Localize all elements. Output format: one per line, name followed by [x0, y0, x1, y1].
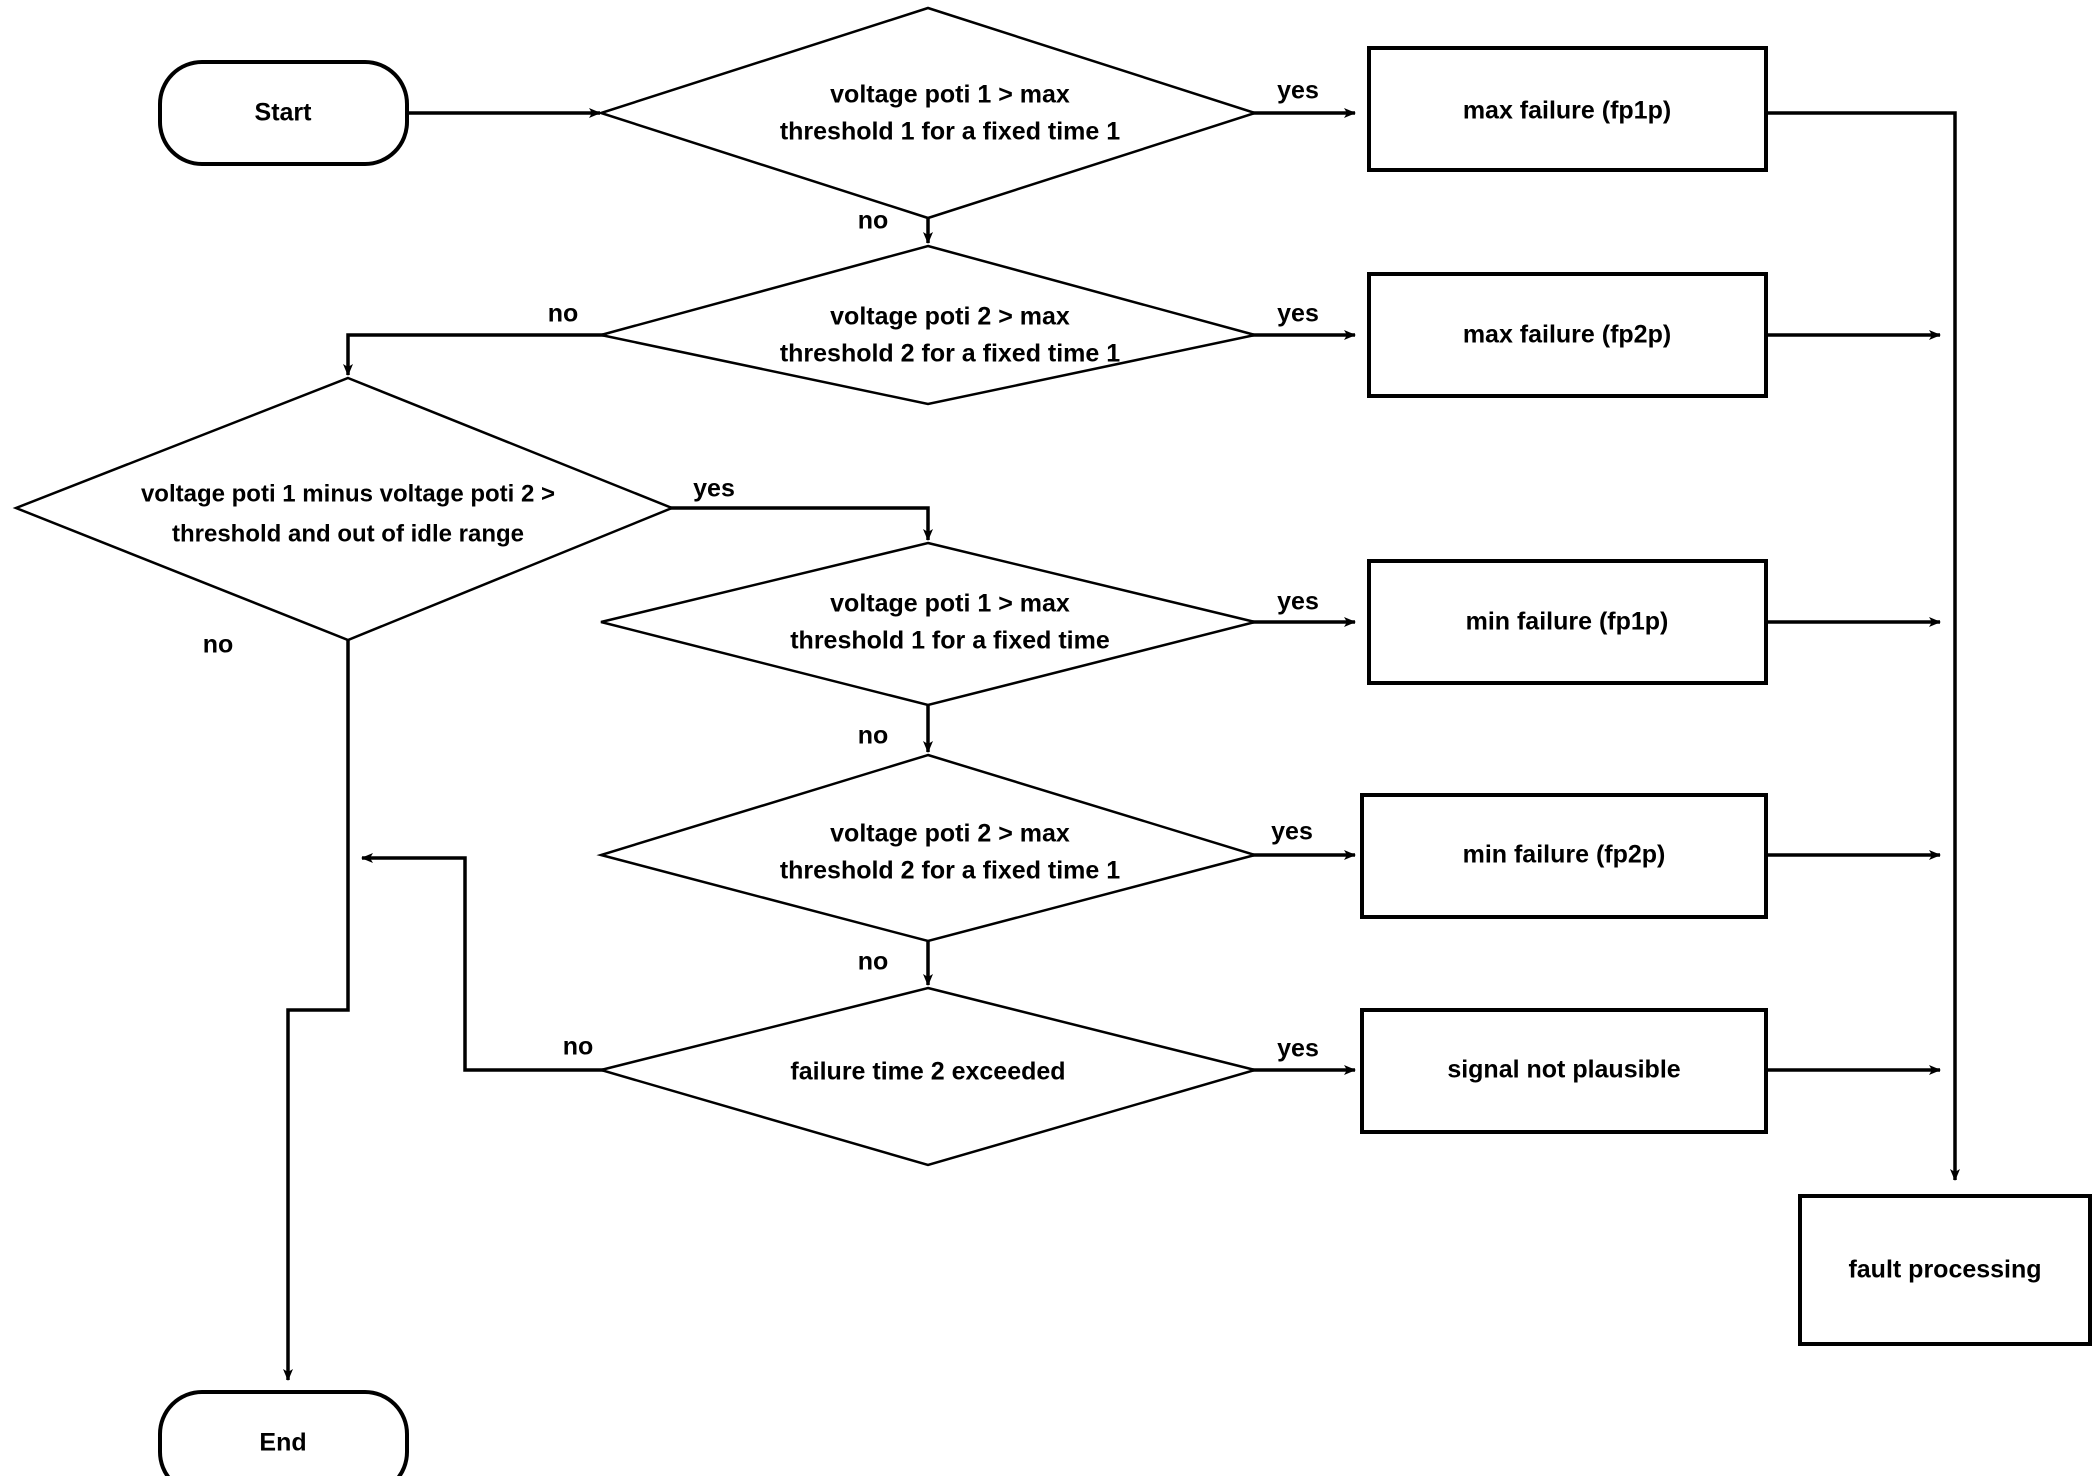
node-process-1-label: max failure (fp1p)	[1463, 97, 1671, 125]
node-end[interactable]: End	[158, 1390, 409, 1476]
edge-label-d4-yes: yes	[1277, 588, 1319, 616]
node-decision-5[interactable]: voltage poti 2 > max threshold 2 for a f…	[596, 753, 1260, 943]
node-decision-2-line1: voltage poti 2 > max	[830, 303, 1070, 331]
node-decision-3[interactable]: voltage poti 1 minus voltage poti 2 > th…	[12, 376, 676, 642]
node-decision-4[interactable]: voltage poti 1 > max threshold 1 for a f…	[600, 541, 1256, 707]
edge-p1-to-bus	[1766, 111, 1960, 1181]
edge-d3-no-to-end	[283, 640, 350, 1381]
edge-label-d5-no: no	[858, 948, 889, 976]
node-decision-6[interactable]: failure time 2 exceeded	[596, 986, 1260, 1167]
node-process-max-failure-fp2p[interactable]: max failure (fp2p)	[1367, 272, 1768, 398]
node-decision-5-line2: threshold 2 for a fixed time 1	[780, 857, 1120, 885]
edge-d2-no-to-d3	[343, 333, 610, 376]
edge-label-d2-no: no	[548, 300, 579, 328]
node-end-label: End	[259, 1429, 306, 1457]
node-decision-2-line2: threshold 2 for a fixed time 1	[780, 340, 1120, 368]
node-start-label: Start	[255, 99, 313, 127]
node-process-max-failure-fp1p[interactable]: max failure (fp1p)	[1367, 46, 1768, 172]
node-decision-5-line1: voltage poti 2 > max	[830, 820, 1070, 848]
node-decision-3-line1: voltage poti 1 minus voltage poti 2 >	[141, 480, 555, 507]
node-decision-2[interactable]: voltage poti 2 > max threshold 2 for a f…	[600, 244, 1256, 406]
edge-label-d5-yes: yes	[1271, 818, 1313, 846]
edge-label-d3-no: no	[203, 631, 234, 659]
edge-label-d3-yes: yes	[693, 475, 735, 503]
edge-label-d6-no: no	[563, 1033, 594, 1061]
node-decision-4-line2: threshold 1 for a fixed time	[790, 627, 1110, 655]
node-process-fault-processing[interactable]: fault processing	[1798, 1194, 2092, 1346]
node-decision-1-line1: voltage poti 1 > max	[830, 81, 1070, 109]
edge-label-d2-yes: yes	[1277, 300, 1319, 328]
node-decision-1-line2: threshold 1 for a fixed time 1	[780, 118, 1120, 146]
connector-layer	[283, 108, 1960, 1381]
node-decision-3-line2: threshold and out of idle range	[172, 520, 524, 547]
node-process-6-label: fault processing	[1848, 1256, 2041, 1284]
node-process-4-label: min failure (fp2p)	[1463, 841, 1666, 869]
node-decision-6-line1: failure time 2 exceeded	[790, 1058, 1065, 1086]
edge-d3-yes-to-d4	[660, 506, 933, 541]
edge-label-d4-no: no	[858, 722, 889, 750]
node-process-2-label: max failure (fp2p)	[1463, 321, 1671, 349]
edge-label-d1-no: no	[858, 207, 889, 235]
edge-label-d1-yes: yes	[1277, 77, 1319, 105]
node-process-5-label: signal not plausible	[1447, 1056, 1680, 1084]
node-process-3-label: min failure (fp1p)	[1466, 608, 1669, 636]
node-start[interactable]: Start	[158, 60, 409, 166]
node-decision-4-line1: voltage poti 1 > max	[830, 590, 1070, 618]
node-decision-1[interactable]: voltage poti 1 > max threshold 1 for a f…	[596, 6, 1260, 220]
node-process-signal-not-plausible[interactable]: signal not plausible	[1360, 1008, 1768, 1134]
edge-label-d6-yes: yes	[1277, 1035, 1319, 1063]
edge-d6-no-merge	[361, 853, 610, 1072]
node-process-min-failure-fp2p[interactable]: min failure (fp2p)	[1360, 793, 1768, 919]
node-process-min-failure-fp1p[interactable]: min failure (fp1p)	[1367, 559, 1768, 685]
